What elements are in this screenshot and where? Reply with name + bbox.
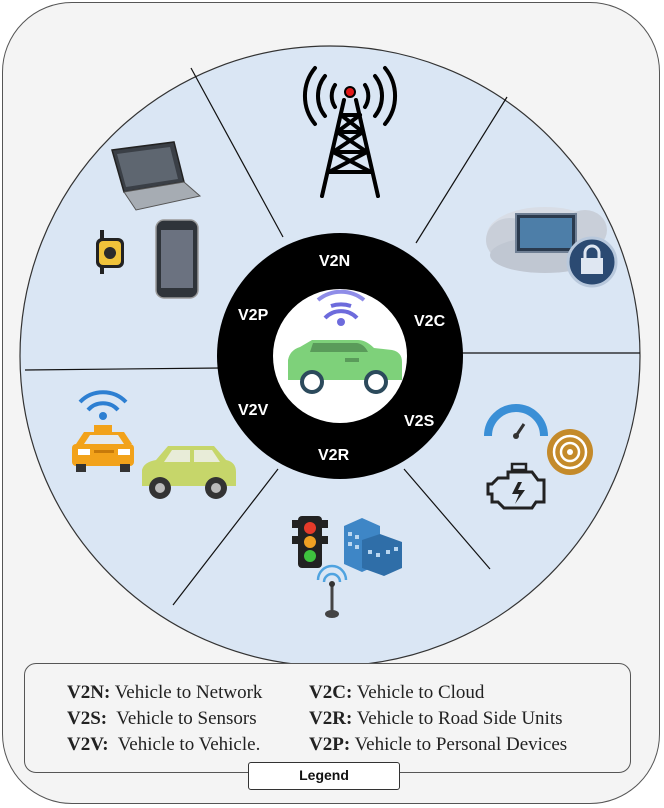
legend-item-v2p: V2P: Vehicle to Personal Devices xyxy=(309,734,568,755)
sector-dividers xyxy=(24,67,640,606)
legend-item-v2v: V2V: Vehicle to Vehicle. xyxy=(67,734,261,755)
legend-title: Legend xyxy=(248,762,400,790)
cell-tower-icon xyxy=(303,66,397,198)
legend-item-v2s: V2S: Vehicle to Sensors xyxy=(67,708,257,729)
traffic-light-buildings-antenna-icon xyxy=(292,516,402,618)
legend-box: V2N: Vehicle to Network V2C: Vehicle to … xyxy=(24,663,631,773)
ring-label-v2c: V2C xyxy=(414,313,446,330)
gauge-engine-sensor-icon xyxy=(484,404,593,510)
ring-label-v2s: V2S xyxy=(404,413,435,430)
legend-item-v2c: V2C: Vehicle to Cloud xyxy=(309,682,485,703)
connected-car-icon xyxy=(288,289,402,394)
taxi-wifi-car-icon xyxy=(72,390,236,499)
ring-label-v2n: V2N xyxy=(319,253,350,270)
laptop-watch-phone-icon xyxy=(96,141,202,299)
legend-item-v2n: V2N: Vehicle to Network xyxy=(67,682,263,703)
ring-label-v2r: V2R xyxy=(318,447,350,464)
ring-label-v2v: V2V xyxy=(238,402,269,419)
legend-item-v2r: V2R: Vehicle to Road Side Units xyxy=(309,708,563,729)
cloud-screen-lock-icon xyxy=(486,207,618,288)
ring-label-v2p: V2P xyxy=(238,307,269,324)
